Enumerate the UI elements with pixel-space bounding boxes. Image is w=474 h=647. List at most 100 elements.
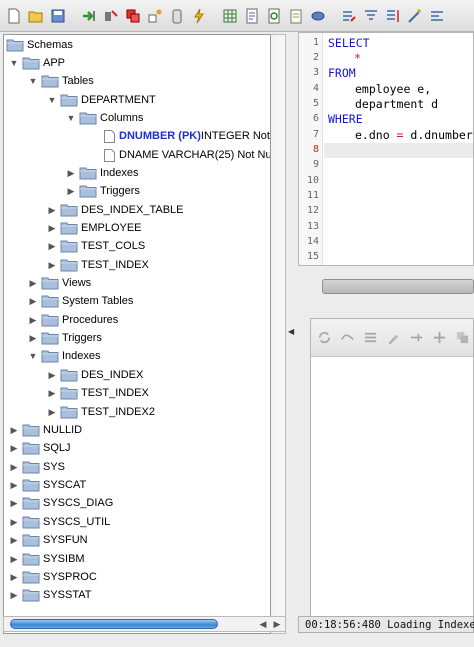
- connect-icon[interactable]: [338, 328, 357, 347]
- split-divider[interactable]: [286, 34, 296, 634]
- column-name: DNAME VARCHAR(25) Not Nu: [119, 149, 271, 161]
- disk-icon[interactable]: [308, 6, 327, 25]
- insert-icon[interactable]: [430, 328, 449, 347]
- tree-node-app[interactable]: ▼ APP: [8, 54, 65, 72]
- collapsed-arrow-icon[interactable]: ▶: [48, 369, 56, 380]
- tree-node-column-dname[interactable]: DNAME VARCHAR(25) Not Nu: [104, 146, 271, 164]
- tree-node-test-index[interactable]: ▶ TEST_INDEX: [46, 384, 149, 402]
- edit-icon[interactable]: [384, 328, 403, 347]
- sql-star: *: [354, 51, 361, 65]
- collapsed-arrow-icon[interactable]: ▶: [48, 387, 56, 398]
- filter-icon[interactable]: [361, 6, 380, 25]
- tree-node-tables[interactable]: ▼ Tables: [27, 72, 94, 90]
- tree-node-schema[interactable]: ▶ SYSCS_DIAG: [8, 494, 113, 512]
- clipboard-icon[interactable]: [167, 6, 186, 25]
- collapsed-arrow-icon[interactable]: ▶: [48, 204, 56, 215]
- save-icon[interactable]: [48, 6, 67, 25]
- tree-node-system-tables[interactable]: ▶ System Tables: [27, 292, 133, 310]
- tree-node-des-index[interactable]: ▶ DES_INDEX: [46, 366, 143, 384]
- stop-icon[interactable]: [123, 6, 142, 25]
- expanded-arrow-icon[interactable]: ▼: [28, 351, 38, 361]
- tree-node-triggers-sub[interactable]: ▶ Triggers: [65, 182, 140, 200]
- collapsed-arrow-icon[interactable]: ▶: [67, 185, 75, 196]
- add-row-icon[interactable]: [407, 328, 426, 347]
- tree-node-triggers[interactable]: ▶ Triggers: [27, 329, 102, 347]
- tree-node-column-dnumber[interactable]: DNUMBER (PK) INTEGER Not: [104, 127, 270, 145]
- collapsed-arrow-icon[interactable]: ▶: [48, 222, 56, 233]
- sql-editor[interactable]: 1 2 3 4 5 6 7 8 9 10 11 12 13 14 15 SELE…: [298, 32, 474, 266]
- tree-node-views[interactable]: ▶ Views: [27, 274, 91, 292]
- collapsed-arrow-icon[interactable]: ▶: [10, 479, 18, 490]
- schema-tree[interactable]: Schemas ▼ APP ▼ Tables ▼ DEPARTMENT ▼ Co…: [3, 34, 271, 634]
- tree-node-test-index-table[interactable]: ▶ TEST_INDEX: [46, 256, 149, 274]
- collapsed-arrow-icon[interactable]: ▶: [10, 442, 18, 453]
- tree-node-schema[interactable]: ▶ SYSPROC: [8, 568, 97, 586]
- current-line-highlight: [324, 143, 473, 158]
- tree-node-columns[interactable]: ▼ Columns: [65, 109, 143, 127]
- wrench-icon[interactable]: [145, 6, 164, 25]
- tree-node-schemas[interactable]: Schemas: [6, 36, 73, 54]
- tree-vertical-scrollbar[interactable]: [271, 34, 286, 634]
- list-icon[interactable]: [361, 328, 380, 347]
- edit-icon[interactable]: [339, 6, 358, 25]
- collapsed-arrow-icon[interactable]: ▶: [29, 277, 37, 288]
- format-icon[interactable]: [427, 6, 446, 25]
- refresh-icon[interactable]: [315, 328, 334, 347]
- tree-node-schema[interactable]: ▶ SYSCAT: [8, 476, 86, 494]
- tree-label: Columns: [100, 112, 144, 124]
- collapsed-arrow-icon[interactable]: ▶: [29, 295, 37, 306]
- tree-node-schema[interactable]: ▶ SYSSTAT: [8, 586, 92, 604]
- collapsed-arrow-icon[interactable]: ▶: [29, 332, 37, 343]
- open-folder-icon[interactable]: [26, 6, 45, 25]
- refresh-doc-icon[interactable]: [264, 6, 283, 25]
- tree-node-schema[interactable]: ▶ SYSFUN: [8, 531, 88, 549]
- collapsed-arrow-icon[interactable]: ▶: [10, 497, 18, 508]
- expanded-arrow-icon[interactable]: ▼: [9, 58, 19, 68]
- tree-node-department[interactable]: ▼ DEPARTMENT: [46, 91, 156, 109]
- copy-icon[interactable]: [453, 328, 472, 347]
- tree-node-schema[interactable]: ▶ SYSIBM: [8, 550, 85, 568]
- collapsed-arrow-icon[interactable]: ▶: [48, 240, 56, 251]
- collapsed-arrow-icon[interactable]: ▶: [29, 314, 37, 325]
- tree-node-procedures[interactable]: ▶ Procedures: [27, 311, 118, 329]
- tree-node-indexes-sub[interactable]: ▶ Indexes: [65, 164, 139, 182]
- expanded-arrow-icon[interactable]: ▼: [66, 113, 76, 123]
- disconnect-icon[interactable]: [101, 6, 120, 25]
- notepad-icon[interactable]: [286, 6, 305, 25]
- collapsed-arrow-icon[interactable]: ▶: [10, 534, 18, 545]
- sort-icon[interactable]: [383, 6, 402, 25]
- collapsed-arrow-icon[interactable]: ▶: [48, 259, 56, 270]
- expanded-arrow-icon[interactable]: ▼: [47, 95, 57, 105]
- editor-horizontal-scrollbar[interactable]: [322, 279, 474, 294]
- scrollbar-thumb[interactable]: [10, 619, 218, 629]
- lightning-icon[interactable]: [189, 6, 208, 25]
- tree-node-schema[interactable]: ▶ NULLID: [8, 421, 82, 439]
- tree-node-schema[interactable]: ▶ SQLJ: [8, 439, 71, 457]
- document-icon[interactable]: [242, 6, 261, 25]
- tree-node-employee[interactable]: ▶ EMPLOYEE: [46, 219, 142, 237]
- expanded-arrow-icon[interactable]: ▼: [28, 76, 38, 86]
- tree-node-test-cols[interactable]: ▶ TEST_COLS: [46, 237, 145, 255]
- pk-column-name: DNUMBER (PK): [119, 130, 201, 142]
- tree-node-indexes[interactable]: ▼ Indexes: [27, 347, 101, 365]
- wand-icon[interactable]: [405, 6, 424, 25]
- collapsed-arrow-icon[interactable]: ▶: [10, 571, 18, 582]
- collapsed-arrow-icon[interactable]: ▶: [67, 167, 75, 178]
- collapsed-arrow-icon[interactable]: ▶: [10, 461, 18, 472]
- tree-node-schema[interactable]: ▶ SYSCS_UTIL: [8, 513, 110, 531]
- tree-node-test-index2[interactable]: ▶ TEST_INDEX2: [46, 403, 155, 421]
- connect-icon[interactable]: [79, 6, 98, 25]
- collapsed-arrow-icon[interactable]: ▶: [10, 553, 18, 564]
- collapsed-arrow-icon[interactable]: ▶: [48, 406, 56, 417]
- collapsed-arrow-icon[interactable]: ▶: [10, 589, 18, 600]
- collapsed-arrow-icon[interactable]: ▶: [10, 424, 18, 435]
- tree-horizontal-scrollbar[interactable]: ◀ ▶: [3, 616, 286, 632]
- grid-icon[interactable]: [220, 6, 239, 25]
- new-file-icon[interactable]: [4, 6, 23, 25]
- tree-node-schema[interactable]: ▶ SYS: [8, 458, 65, 476]
- collapse-arrow-icon[interactable]: ◀: [288, 327, 295, 336]
- scroll-left-icon[interactable]: ◀: [259, 619, 267, 629]
- collapsed-arrow-icon[interactable]: ▶: [10, 516, 18, 527]
- tree-node-des-index-table[interactable]: ▶ DES_INDEX_TABLE: [46, 201, 184, 219]
- scroll-right-icon[interactable]: ▶: [273, 619, 281, 629]
